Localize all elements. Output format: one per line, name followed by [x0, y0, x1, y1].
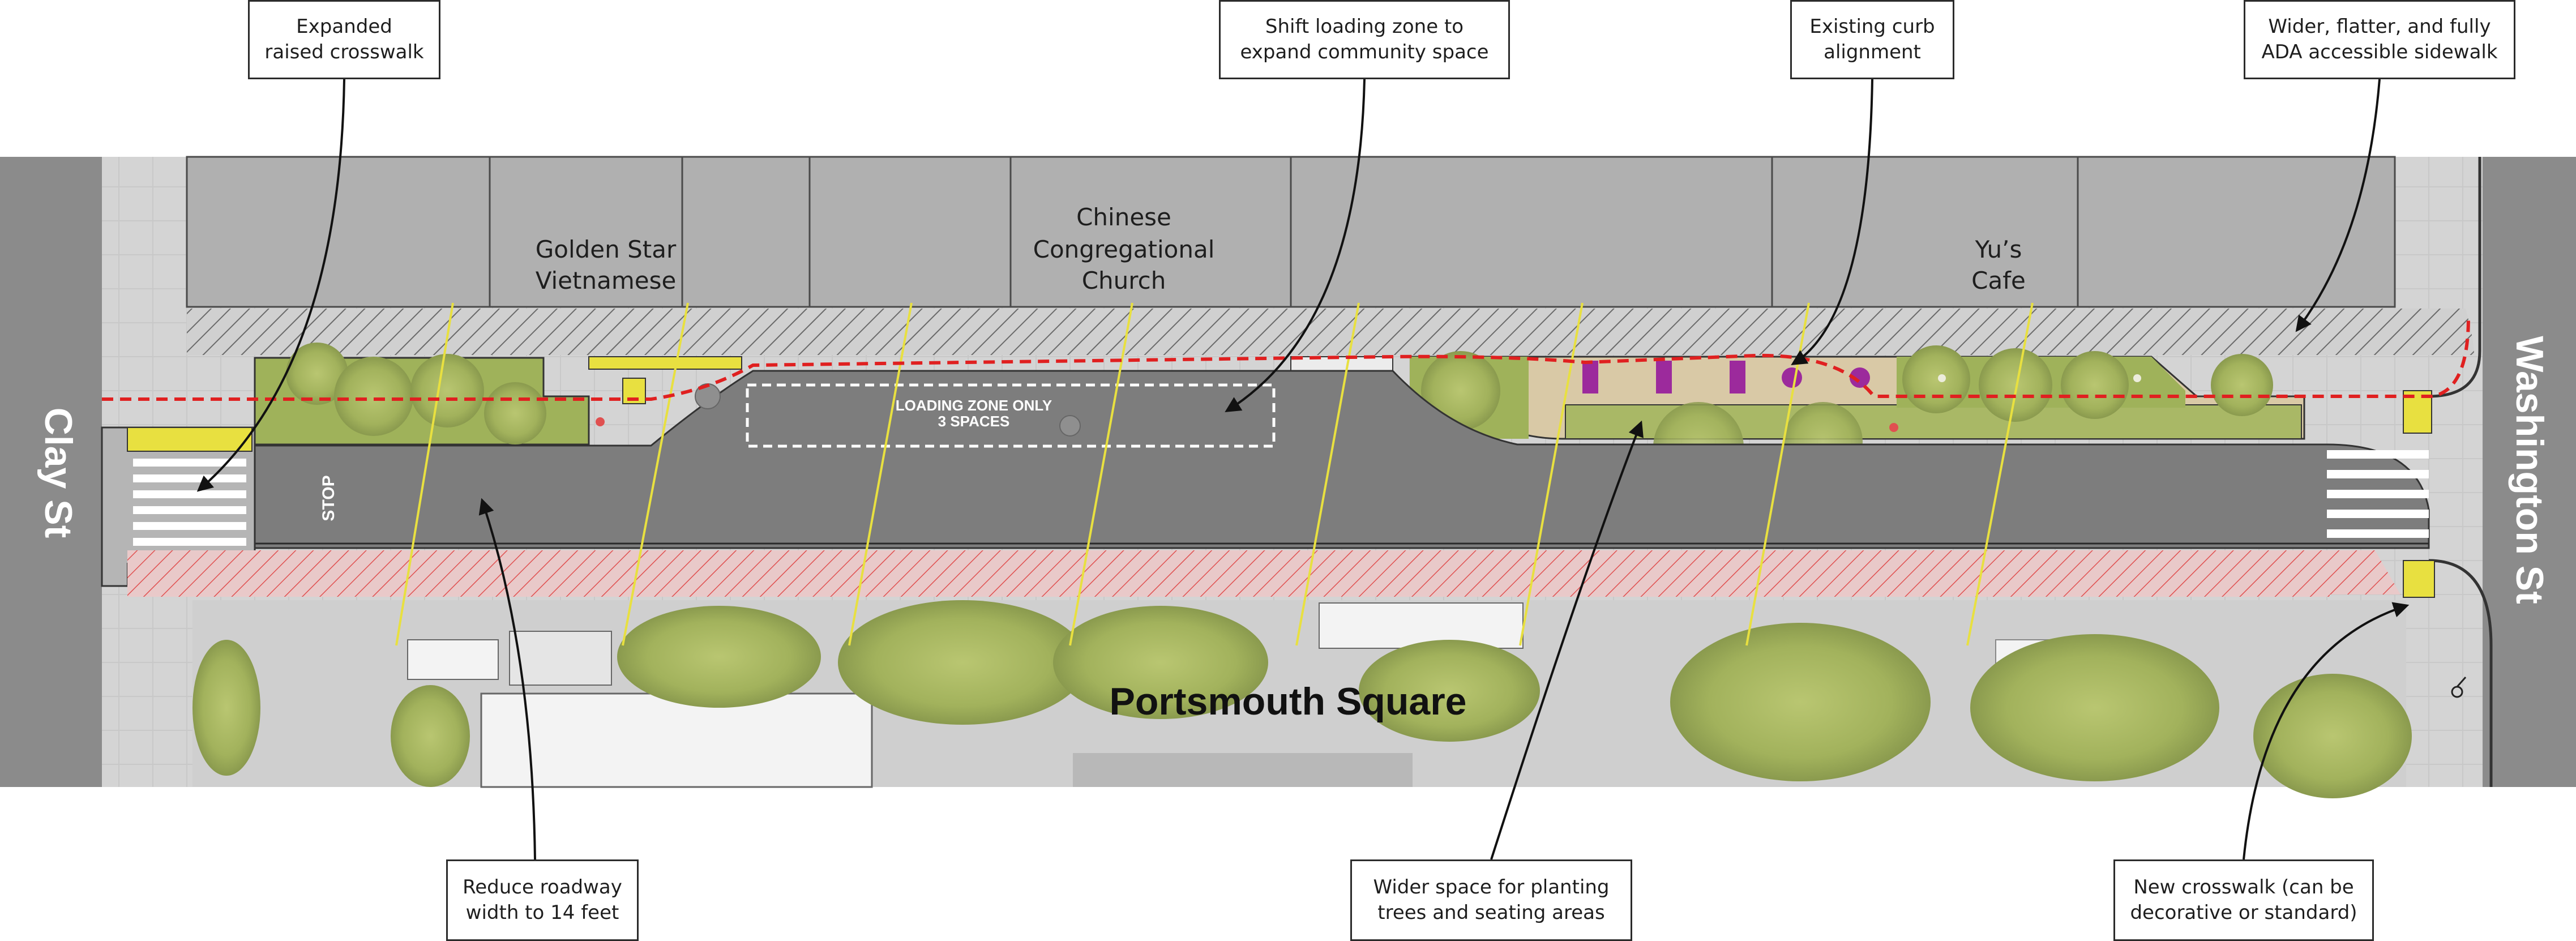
- yus-cafe-label-2: Cafe: [1971, 267, 2026, 294]
- church-label-2: Congregational: [1033, 236, 1215, 263]
- clay-street-surface: [0, 157, 102, 787]
- callout-sidewalk: Wider, flatter, and fully ADA accessible…: [2244, 0, 2515, 79]
- callout-raised-crosswalk: Expanded raised crosswalk: [248, 0, 440, 79]
- building-row: [186, 156, 2396, 308]
- washington-street-surface: [2483, 157, 2576, 787]
- callout-curb-alignment: Existing curb alignment: [1790, 0, 1954, 79]
- callout-roadway-width: Reduce roadway width to 14 feet: [446, 859, 639, 941]
- south-curb-hatch: [127, 550, 2330, 597]
- golden-star-label-1: Golden Star: [536, 236, 677, 263]
- frontage-hatch-zone: [187, 309, 2395, 355]
- portsmouth-square-park: [192, 600, 2412, 798]
- golden-star-label-2: Vietnamese: [536, 267, 677, 294]
- church-label-3: Church: [1082, 267, 1166, 294]
- bicycle-rack-icon: [2451, 677, 2467, 698]
- callout-new-crosswalk: New crosswalk (can be decorative or stan…: [2113, 859, 2374, 941]
- callout-planting-space: Wider space for planting trees and seati…: [1350, 859, 1632, 941]
- new-crosswalk-washington: [2327, 450, 2429, 538]
- yus-cafe-label-1: Yu’s: [1975, 236, 2022, 263]
- church-label-1: Chinese: [1076, 203, 1171, 231]
- leader-arrow-icon: [196, 79, 2410, 860]
- loading-zone-spaces: 3 SPACES: [938, 413, 1010, 430]
- loading-zone-text: LOADING ZONE ONLY: [896, 397, 1052, 414]
- callout-loading-zone-shift: Shift loading zone to expand community s…: [1219, 0, 1510, 79]
- clay-street-name: Clay St: [37, 408, 80, 538]
- washington-street-name: Washington St: [2508, 336, 2551, 604]
- existing-curb-alignment: [102, 316, 2470, 401]
- park-name: Portsmouth Square: [1110, 680, 1467, 723]
- stop-marking-icon: STOP: [319, 475, 338, 521]
